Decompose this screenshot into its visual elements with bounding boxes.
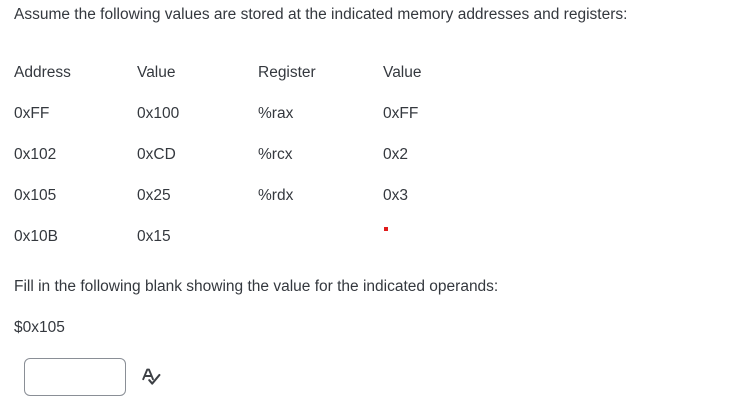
cell-address: 0x10B [14,228,58,245]
question-intro: Assume the following values are stored a… [14,6,628,23]
answer-input[interactable] [24,358,126,396]
values-table: Address Value Register Value 0xFF 0x100 … [0,63,746,268]
cell-address: 0x105 [14,187,57,204]
cell-register: %rax [258,105,294,122]
red-dot-marker [384,227,388,231]
table-row: 0x10B 0x15 [0,227,746,268]
table-row: 0xFF 0x100 %rax 0xFF [0,104,746,145]
cell-value: 0x25 [137,187,171,204]
table-row: 0x105 0x25 %rdx 0x3 [0,186,746,227]
column-header-address: Address [14,64,71,81]
cell-address: 0x102 [14,146,57,163]
cell-value: 0x15 [137,228,171,245]
fill-in-prompt: Fill in the following blank showing the … [14,278,499,295]
cell-register-value: 0x2 [383,146,408,163]
operand-expression: $0x105 [14,319,65,336]
cell-register-value: 0xFF [383,105,419,122]
answer-row [24,358,164,396]
table-header-row: Address Value Register Value [0,63,746,104]
cell-register-value: 0x3 [383,187,408,204]
table-row: 0x102 0xCD %rcx 0x2 [0,145,746,186]
column-header-register: Register [258,64,316,81]
column-header-register-value: Value [383,64,422,81]
spellcheck-icon [142,368,161,385]
cell-address: 0xFF [14,105,50,122]
cell-register: %rdx [258,187,294,204]
column-header-value: Value [137,64,176,81]
cell-value: 0x100 [137,105,180,122]
cell-value: 0xCD [137,146,176,163]
cell-register: %rcx [258,146,293,163]
